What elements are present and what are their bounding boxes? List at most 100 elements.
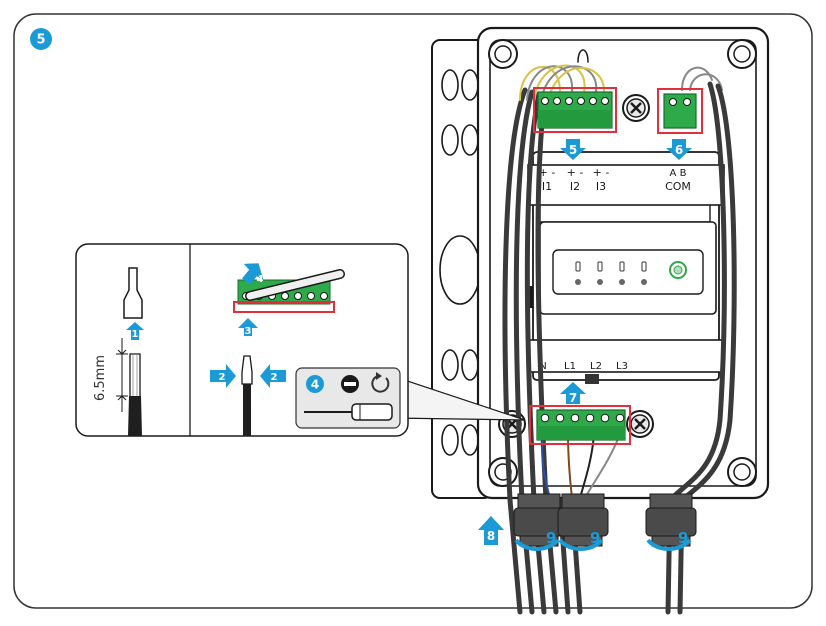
knockout-holes: [439, 69, 481, 456]
arrow-up-icon: [478, 516, 504, 545]
status-led: [597, 261, 603, 272]
meter-leds: [575, 261, 647, 285]
voltage-terminal-block: [529, 405, 631, 445]
com-label: COM: [665, 180, 691, 193]
corner-boss-top-right: [727, 39, 757, 69]
terminal-screw-icon: [307, 292, 315, 300]
mounting-screw-top: [621, 93, 651, 123]
enclosure-inner-rim: [489, 39, 757, 487]
arrow-up-icon: [560, 382, 586, 404]
svg-text:4: 4: [257, 274, 264, 285]
terminal-screw-icon: [294, 292, 302, 300]
step-badge-number: 5: [36, 33, 45, 48]
callout-9-labels: 9 9 9: [546, 529, 688, 547]
svg-text:5: 5: [569, 143, 577, 157]
arrow-down-icon: [666, 139, 692, 160]
ct-terminal-block: [533, 87, 617, 133]
com-pin-labels: A B: [670, 168, 687, 179]
wiring-inset: 1 6.5mm 4 3 2: [75, 243, 526, 437]
inset-terminal-highlight: [233, 301, 335, 313]
rotate-clockwise-icon: [646, 538, 692, 551]
status-led: [619, 261, 625, 272]
status-led-icon: [575, 279, 581, 285]
ct-label-i1: I1: [542, 180, 552, 193]
screwdriver-step-badge: [306, 375, 324, 393]
ct-polarity-2: + -: [567, 166, 584, 179]
rotate-clockwise-icon: [371, 375, 390, 393]
status-led-icon: [641, 279, 647, 285]
arrow-up-icon: [238, 318, 258, 336]
arrow-down-icon: [560, 139, 586, 160]
terminal-screw-icon: [320, 292, 328, 300]
voltage-label-l2: L2: [590, 361, 602, 372]
status-led-icon: [597, 279, 603, 285]
corner-boss-top-left: [488, 39, 518, 69]
terminal-screw-icon: [540, 413, 550, 423]
callout-7: 7: [560, 382, 586, 405]
terminal-screw-icon: [589, 97, 597, 105]
voltage-terminal-highlight: [529, 405, 631, 445]
ct-polarity-3: + -: [593, 166, 610, 179]
svg-text:8: 8: [487, 529, 495, 543]
corner-boss-bottom-left: [488, 457, 518, 487]
ferrule-prep-panel: 1 6.5mm: [93, 267, 144, 436]
cable-gland-middle: [557, 493, 609, 547]
terminal-screw-icon: [601, 97, 609, 105]
meter-top-label-strip: [527, 164, 725, 206]
com-terminal-highlight: [657, 88, 703, 134]
energy-meter: + - + - + - I1 I2 I3 A B COM N L1 L2 L3: [527, 151, 725, 384]
com-terminal-block: [657, 88, 703, 134]
voltage-terminal-labels: N L1 L2 L3: [539, 361, 628, 372]
terminal-screw-icon: [555, 413, 565, 423]
terminal-screw-icon: [541, 97, 549, 105]
cable-glands: [513, 493, 697, 551]
svg-text:1: 1: [132, 329, 139, 340]
svg-text:6: 6: [675, 143, 683, 157]
terminal-insert-panel: 4 3 2 2 4: [210, 263, 401, 436]
terminal-screw-icon: [553, 97, 561, 105]
ct-polarity-1: + -: [539, 166, 556, 179]
callout-5: 5: [560, 139, 586, 160]
corner-boss-bottom-right: [727, 457, 757, 487]
terminal-screw-icon: [577, 97, 585, 105]
screwdriver-tool-box: 4: [295, 367, 401, 429]
crimped-ferrule: [241, 355, 253, 385]
status-led-icon: [619, 279, 625, 285]
voltage-label-l3: L3: [616, 361, 628, 372]
svg-text:7: 7: [569, 391, 577, 405]
terminal-screw-icon: [585, 413, 595, 423]
voltage-label-l1: L1: [564, 361, 576, 372]
push-tool: [246, 270, 344, 300]
svg-text:2: 2: [219, 372, 226, 383]
terminal-screw-icon: [281, 292, 289, 300]
meter-bottom-label-strip: [527, 339, 725, 373]
step-badge: 5: [30, 28, 52, 50]
flathead-screwdriver-icon: [304, 403, 393, 421]
arrow-up-icon: [126, 322, 144, 340]
svg-text:2: 2: [271, 372, 278, 383]
cable-gland-left: [513, 493, 565, 547]
status-led: [641, 261, 647, 272]
arrow-left-icon: [260, 364, 286, 388]
cable-gland-right: [645, 493, 697, 547]
ct-terminal-labels: + - + - + - I1 I2 I3 A B COM: [539, 166, 691, 193]
terminal-screw-icon: [600, 413, 610, 423]
ct-terminal-highlight: [533, 87, 617, 133]
terminal-screw-icon: [565, 97, 573, 105]
callout-6: 6: [666, 139, 692, 160]
terminal-screw-icon: [615, 413, 625, 423]
rotate-clockwise-icon: [514, 538, 560, 551]
reset-button: [669, 261, 687, 279]
svg-text:4: 4: [311, 378, 319, 392]
gland-callout-right: 9: [678, 529, 688, 547]
gland-rotation-arrows: [514, 538, 692, 551]
arrow-right-icon: [210, 364, 236, 388]
gland-callout-left: 9: [546, 529, 556, 547]
status-led: [575, 261, 581, 272]
arrow-down-icon: [242, 263, 264, 285]
strip-length-label: 6.5mm: [93, 355, 108, 401]
gland-callout-middle: 9: [590, 529, 600, 547]
svg-text:3: 3: [245, 326, 252, 337]
ct-label-i2: I2: [570, 180, 580, 193]
